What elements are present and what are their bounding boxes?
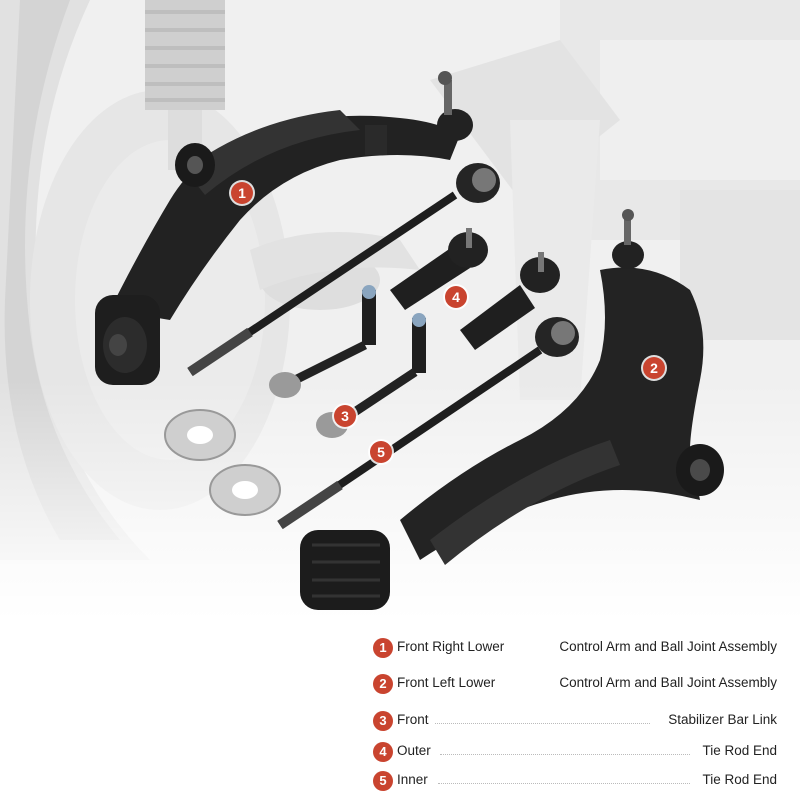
legend-dotted-leader: [438, 783, 690, 784]
legend-part-label: Stabilizer Bar Link: [668, 712, 777, 727]
callout-badge-4: 4: [445, 286, 467, 308]
legend-part-label: Tie Rod End: [702, 743, 777, 758]
legend-number-badge: 4: [373, 742, 393, 762]
callout-badge-5: 5: [370, 441, 392, 463]
legend-row: 3 Front Stabilizer Bar Link: [370, 711, 780, 733]
legend-part-label: Control Arm and Ball Joint Assembly: [559, 639, 777, 654]
callout-badge-3: 3: [334, 405, 356, 427]
parts-legend: 1 Front Right Lower Control Arm and Ball…: [370, 636, 780, 796]
legend-position-label: Front Left Lower: [397, 675, 496, 690]
inner-tie-rods: [187, 163, 579, 530]
outer-tie-rods: [390, 228, 560, 350]
legend-number-badge: 5: [373, 771, 393, 791]
legend-number-badge: 1: [373, 638, 393, 658]
legend-number-badge: 2: [373, 674, 393, 694]
legend-dotted-leader: [440, 754, 690, 755]
legend-part-label: Tie Rod End: [702, 772, 777, 787]
legend-row: 2 Front Left Lower Control Arm and Ball …: [370, 674, 780, 696]
washers: [164, 409, 281, 516]
legend-row: 1 Front Right Lower Control Arm and Ball…: [370, 638, 780, 660]
legend-part-label: Control Arm and Ball Joint Assembly: [559, 675, 777, 690]
legend-position-label: Front Right Lower: [397, 639, 505, 654]
legend-number-badge: 3: [373, 711, 393, 731]
front-right-control-arm: [95, 71, 473, 385]
callout-badge-1: 1: [231, 182, 253, 204]
legend-position-label: Inner: [397, 772, 428, 787]
legend-position-label: Front: [397, 712, 429, 727]
callout-badge-2: 2: [643, 357, 665, 379]
legend-row: 4 Outer Tie Rod End: [370, 742, 780, 764]
legend-row: 5 Inner Tie Rod End: [370, 771, 780, 793]
legend-dotted-leader: [435, 723, 650, 724]
legend-position-label: Outer: [397, 743, 431, 758]
front-left-control-arm: [300, 209, 724, 610]
